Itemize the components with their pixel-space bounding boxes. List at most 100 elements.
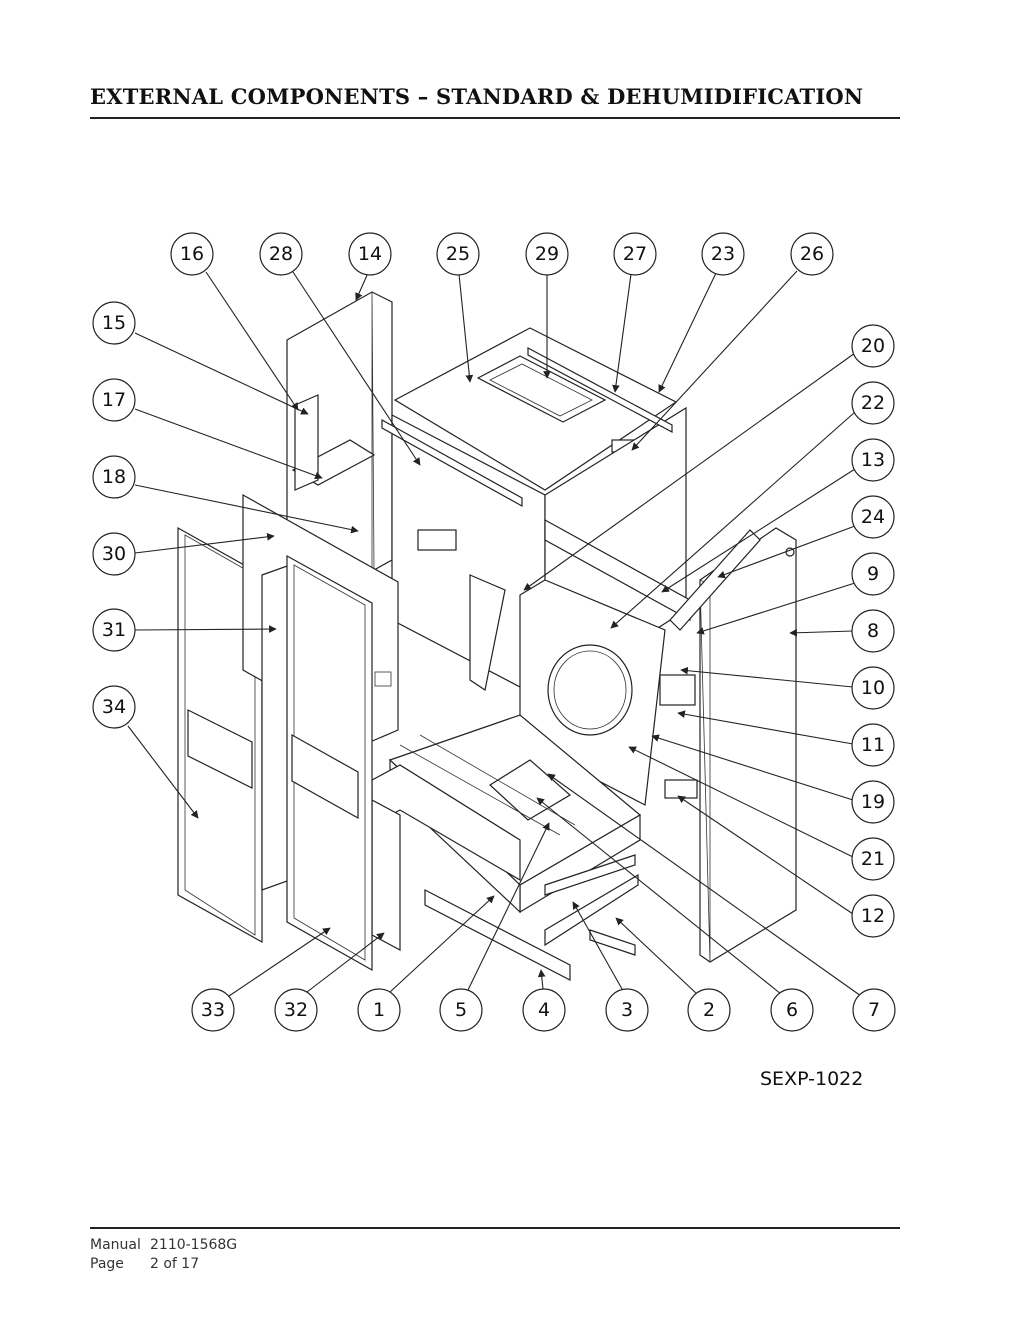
callout-2: 2 — [687, 988, 731, 1032]
svg-text:21: 21 — [861, 848, 885, 870]
manual-number: 2110-1568G — [150, 1237, 238, 1253]
svg-text:11: 11 — [861, 734, 885, 756]
partition-side-panel — [469, 574, 506, 691]
callout-27: 27 — [613, 232, 657, 276]
page-number: 2 of 17 — [150, 1256, 200, 1272]
lower-left-panel — [371, 798, 401, 952]
svg-text:13: 13 — [861, 449, 885, 471]
bottom-rail-c — [589, 929, 636, 956]
footer: Manual 2110-1568G Page 2 of 17 — [90, 1236, 237, 1274]
callout-28: 28 — [259, 232, 303, 276]
callout-21: 21 — [851, 837, 895, 881]
svg-text:30: 30 — [102, 543, 126, 565]
blower-opening — [547, 644, 633, 736]
svg-text:7: 7 — [868, 999, 880, 1021]
svg-text:34: 34 — [102, 696, 126, 718]
drawing-id: SEXP-1022 — [760, 1068, 864, 1090]
callout-30: 30 — [92, 532, 136, 576]
callout-3: 3 — [605, 988, 649, 1032]
svg-text:22: 22 — [861, 392, 885, 414]
svg-text:4: 4 — [538, 999, 550, 1021]
partition-top-rail — [544, 518, 691, 622]
callout-33: 33 — [191, 988, 235, 1032]
callout-25: 25 — [436, 232, 480, 276]
svg-text:3: 3 — [621, 999, 633, 1021]
left-bracket — [294, 394, 319, 491]
callout-5: 5 — [439, 988, 483, 1032]
bottom-rail-front — [424, 889, 571, 981]
callout-26: 26 — [790, 232, 834, 276]
svg-text:33: 33 — [201, 999, 225, 1021]
callout-17: 17 — [92, 378, 136, 422]
front-right-window — [291, 733, 359, 820]
callout-10: 10 — [851, 666, 895, 710]
svg-text:9: 9 — [867, 563, 879, 585]
back-opening — [417, 529, 457, 551]
callout-22: 22 — [851, 381, 895, 425]
callout-1: 1 — [357, 988, 401, 1032]
callout-14: 14 — [348, 232, 392, 276]
callout-6: 6 — [770, 988, 814, 1032]
callout-29: 29 — [525, 232, 569, 276]
rear-rail-left — [381, 418, 523, 508]
svg-text:28: 28 — [269, 243, 293, 265]
callout-18: 18 — [92, 455, 136, 499]
svg-text:6: 6 — [786, 999, 798, 1021]
callout-24: 24 — [851, 495, 895, 539]
svg-text:29: 29 — [535, 243, 559, 265]
svg-text:8: 8 — [867, 620, 879, 642]
title-rule — [90, 117, 900, 119]
svg-text:25: 25 — [446, 243, 470, 265]
svg-text:15: 15 — [102, 312, 126, 334]
callout-34: 34 — [92, 685, 136, 729]
svg-text:26: 26 — [800, 243, 824, 265]
svg-text:18: 18 — [102, 466, 126, 488]
mid-filler-panel — [261, 564, 291, 891]
page-title: EXTERNAL COMPONENTS – STANDARD & DEHUMID… — [90, 84, 864, 109]
callout-12: 12 — [851, 894, 895, 938]
callout-11: 11 — [851, 723, 895, 767]
svg-text:32: 32 — [284, 999, 308, 1021]
lower-bracket — [664, 779, 698, 799]
svg-text:14: 14 — [358, 243, 382, 265]
footer-manual-row: Manual 2110-1568G — [90, 1236, 237, 1255]
callout-8: 8 — [851, 609, 895, 653]
bottom-rail-b — [544, 854, 636, 896]
callout-31: 31 — [92, 608, 136, 652]
rear-rail-right — [527, 346, 673, 434]
svg-text:5: 5 — [455, 999, 467, 1021]
callout-20: 20 — [851, 324, 895, 368]
callout-4: 4 — [522, 988, 566, 1032]
manual-label: Manual — [90, 1237, 141, 1253]
callout-19: 19 — [851, 780, 895, 824]
svg-text:20: 20 — [861, 335, 885, 357]
diagonal-brace — [669, 529, 761, 631]
callout-15: 15 — [92, 301, 136, 345]
page-label: Page — [90, 1256, 124, 1272]
callout-9: 9 — [851, 552, 895, 596]
leader-lines — [127, 270, 862, 997]
svg-text:19: 19 — [861, 791, 885, 813]
svg-text:10: 10 — [861, 677, 885, 699]
callout-13: 13 — [851, 438, 895, 482]
callout-16: 16 — [170, 232, 214, 276]
front-left-window — [187, 709, 253, 789]
svg-text:31: 31 — [102, 619, 126, 641]
footer-page-row: Page 2 of 17 — [90, 1255, 237, 1274]
svg-text:2: 2 — [703, 999, 715, 1021]
callout-7: 7 — [852, 988, 896, 1032]
callout-32: 32 — [274, 988, 318, 1032]
svg-text:17: 17 — [102, 389, 126, 411]
control-bracket — [659, 674, 696, 706]
right-side-panel — [699, 527, 797, 963]
cabinet-drawing — [177, 291, 797, 981]
top-collar — [476, 355, 607, 423]
svg-text:24: 24 — [861, 506, 885, 528]
svg-text:12: 12 — [861, 905, 885, 927]
bottom-rail-a — [544, 873, 639, 947]
svg-text:1: 1 — [373, 999, 385, 1021]
callout-23: 23 — [701, 232, 745, 276]
base-plate — [489, 759, 572, 821]
svg-text:16: 16 — [180, 243, 204, 265]
